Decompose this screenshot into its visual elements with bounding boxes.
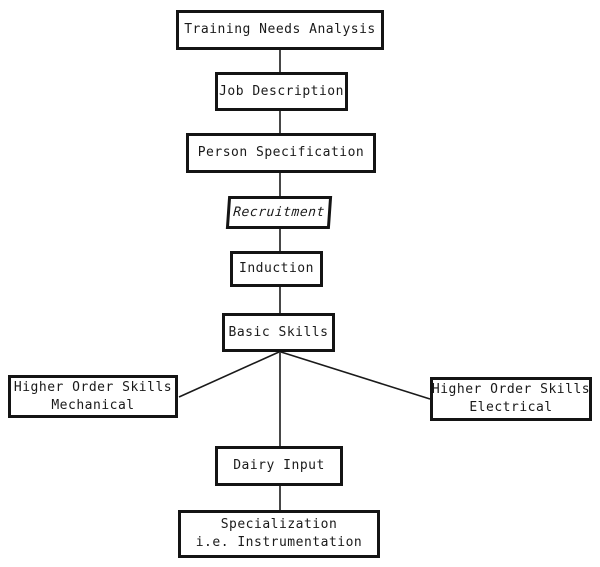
node-person-specification: Person Specification bbox=[186, 133, 376, 173]
node-higher-order-skills-electrical: Higher Order Skills Electrical bbox=[430, 377, 592, 421]
node-recruitment: Recruitment bbox=[225, 196, 333, 229]
node-label-line2: i.e. Instrumentation bbox=[195, 535, 363, 550]
node-label-line1: Higher Order Skills bbox=[13, 379, 173, 395]
node-label-line2: Mechanical bbox=[51, 397, 135, 413]
node-label: Induction bbox=[239, 261, 314, 277]
edge-basic-to-mechanical bbox=[178, 351, 280, 398]
node-induction: Induction bbox=[230, 251, 323, 287]
node-label-line1: Higher Order Skills bbox=[431, 382, 591, 398]
node-label: Basic Skills bbox=[228, 324, 329, 340]
node-label: Dairy Input bbox=[233, 458, 325, 474]
node-label-line1: Specialization bbox=[220, 517, 338, 533]
node-label: Recruitment bbox=[232, 204, 326, 220]
node-basic-skills: Basic Skills bbox=[222, 313, 335, 352]
edge-basic-to-electrical bbox=[280, 351, 431, 400]
node-specialization: Specialization i.e. Instrumentation bbox=[178, 510, 380, 558]
node-label: Job Description bbox=[219, 83, 344, 99]
node-label: Training Needs Analysis bbox=[184, 22, 376, 38]
node-job-description: Job Description bbox=[215, 72, 348, 111]
node-label: Person Specification bbox=[197, 145, 365, 161]
node-higher-order-skills-mechanical: Higher Order Skills Mechanical bbox=[8, 375, 178, 418]
node-dairy-input: Dairy Input bbox=[215, 446, 343, 486]
node-training-needs-analysis: Training Needs Analysis bbox=[176, 10, 384, 50]
node-label-line2: Electrical bbox=[469, 400, 553, 415]
